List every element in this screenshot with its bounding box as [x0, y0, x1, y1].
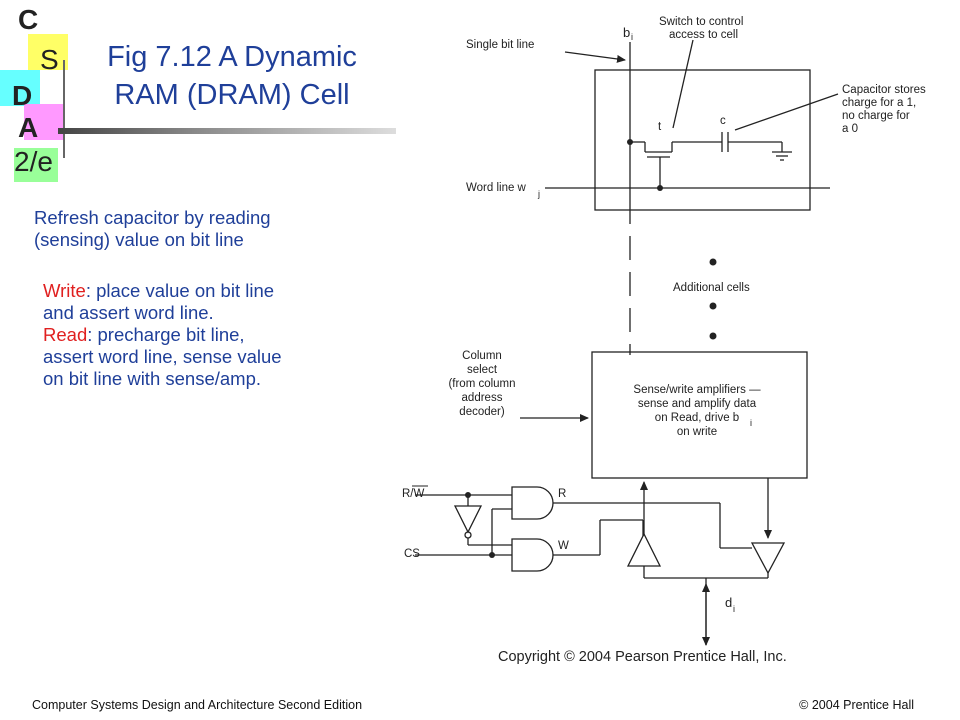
switch-label-2: access to cell — [669, 29, 738, 41]
and-gate-w — [511, 538, 554, 572]
logo-divider — [63, 60, 65, 158]
write-buffer — [626, 532, 662, 567]
logo-cyan-square — [0, 70, 40, 106]
read-line-3: on bit line with sense/amp. — [43, 368, 262, 389]
bit-line-label: b — [623, 25, 630, 40]
ellipsis-dot-1 — [709, 258, 717, 266]
sense-amp-text-4: on write — [677, 426, 717, 438]
footer-copyright: © 2004 Prentice Hall — [799, 698, 914, 712]
write-line-1: Write: place value on bit line — [43, 280, 282, 302]
logo-pink-square — [24, 104, 64, 140]
w-label: W — [558, 540, 569, 552]
sense-amp-text-3: on Read, drive b — [655, 412, 739, 424]
logo-green-square — [14, 148, 58, 182]
svg-text:i: i — [631, 32, 633, 42]
rw-label: R/W — [402, 488, 425, 500]
svg-text:j: j — [537, 189, 540, 199]
r-label: R — [558, 488, 566, 500]
not-gate — [453, 505, 483, 534]
logo-letter-c: C — [18, 4, 39, 35]
transistor-label: t — [658, 121, 662, 133]
read-label: Read — [43, 324, 88, 345]
refresh-line-2: (sensing) value on bit line — [34, 229, 244, 250]
sense-amp-text-1: Sense/write amplifiers — — [633, 384, 761, 396]
capacitor-note-3: no charge for — [842, 110, 910, 122]
word-line-label: Word line w — [466, 182, 527, 194]
write-line-2: and assert word line. — [43, 302, 214, 323]
read-text-1: : precharge bit line, — [87, 324, 245, 345]
logo-letter-d: D — [12, 80, 33, 111]
ellipsis-dot-3 — [709, 332, 717, 340]
footer-book-title: Computer Systems Design and Architecture… — [32, 698, 363, 712]
single-bit-line-label: Single bit line — [466, 39, 534, 51]
switch-label-1: Switch to control — [659, 16, 743, 28]
svg-text:i: i — [733, 604, 735, 614]
title-line-1: Fig 7.12 A Dynamic — [107, 41, 357, 73]
column-select-4: address — [462, 392, 503, 404]
read-write-note: Write: place value on bit line and asser… — [43, 280, 282, 390]
write-text-1: : place value on bit line — [85, 280, 275, 301]
logo-yellow-square — [28, 34, 68, 70]
capacitor-note-1: Capacitor stores — [842, 84, 926, 96]
column-select-2: select — [467, 364, 498, 376]
column-select-5: decoder) — [459, 406, 505, 418]
cs-label: CS — [404, 548, 420, 560]
cell-box — [594, 69, 811, 211]
read-line-1: Read: precharge bit line, — [43, 324, 282, 346]
ellipsis-dot-2 — [709, 302, 717, 310]
copyright-label: Copyright © 2004 Pearson Prentice Hall, … — [498, 649, 787, 665]
column-select-1: Column — [462, 350, 502, 362]
title-underline — [58, 128, 396, 134]
column-select-3: (from column — [448, 378, 515, 390]
write-label: Write — [43, 280, 86, 301]
capacitor-note-4: a 0 — [842, 123, 858, 135]
sense-amp-box — [591, 351, 808, 479]
d-label: d — [725, 595, 732, 610]
read-line-2: assert word line, sense value — [43, 346, 282, 367]
refresh-line-1: Refresh capacitor by reading — [34, 207, 271, 228]
capacitor-note-2: charge for a 1, — [842, 97, 916, 109]
and-gate-r — [511, 486, 554, 520]
sense-amp-text-2: sense and amplify data — [638, 398, 757, 410]
read-buffer — [750, 542, 786, 575]
refresh-note: Refresh capacitor by reading (sensing) v… — [34, 207, 271, 251]
page-title: Fig 7.12 A Dynamic RAM (DRAM) Cell — [72, 38, 392, 114]
additional-cells-label: Additional cells — [673, 282, 750, 294]
title-line-2: RAM (DRAM) Cell — [114, 79, 350, 111]
capacitor-label: c — [720, 115, 726, 127]
logo-edition: 2/e — [14, 146, 53, 177]
logo-letter-s: S — [40, 44, 59, 75]
svg-text:i: i — [750, 418, 752, 428]
logo-letter-a: A — [18, 112, 39, 143]
